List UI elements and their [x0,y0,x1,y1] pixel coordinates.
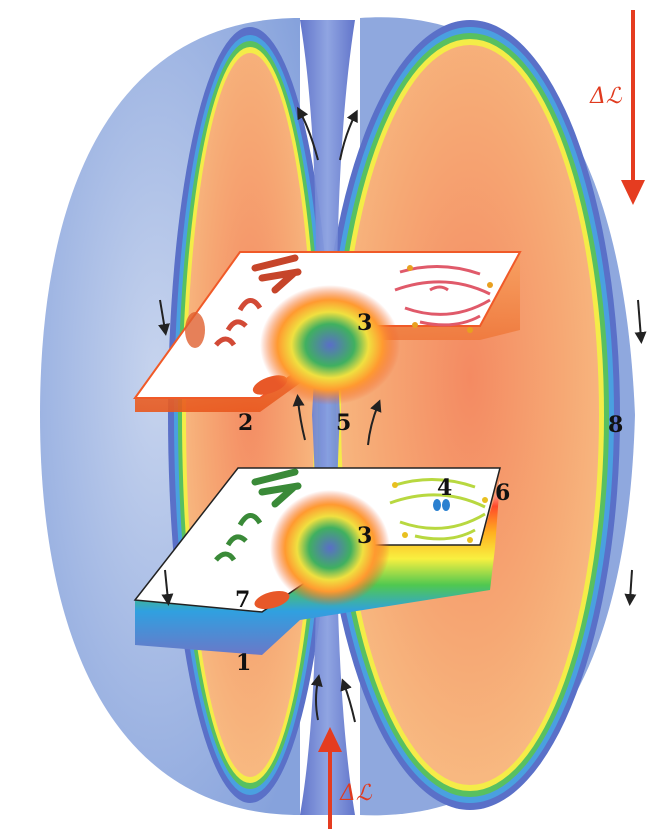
label-4: 4 [437,475,452,501]
delta-label-top: Δℒ [589,84,623,109]
label-5: 5 [336,410,351,436]
label-3-lower: 3 [357,523,372,549]
arrow-side-right-bottom [630,570,632,600]
label-7: 7 [235,587,250,613]
arrow-side-right-top [638,300,641,338]
label-3-upper: 3 [357,310,372,336]
label-2: 2 [238,410,253,436]
delta-arrow-top [621,10,645,205]
upper-bulge [260,285,400,405]
label-6: 6 [495,480,510,506]
arrow-bottom-right [344,684,355,722]
label-8: 8 [608,412,623,438]
label-1: 1 [236,650,251,676]
right-lobe-interior [341,45,599,785]
delta-label-bottom: Δℒ [339,781,373,806]
